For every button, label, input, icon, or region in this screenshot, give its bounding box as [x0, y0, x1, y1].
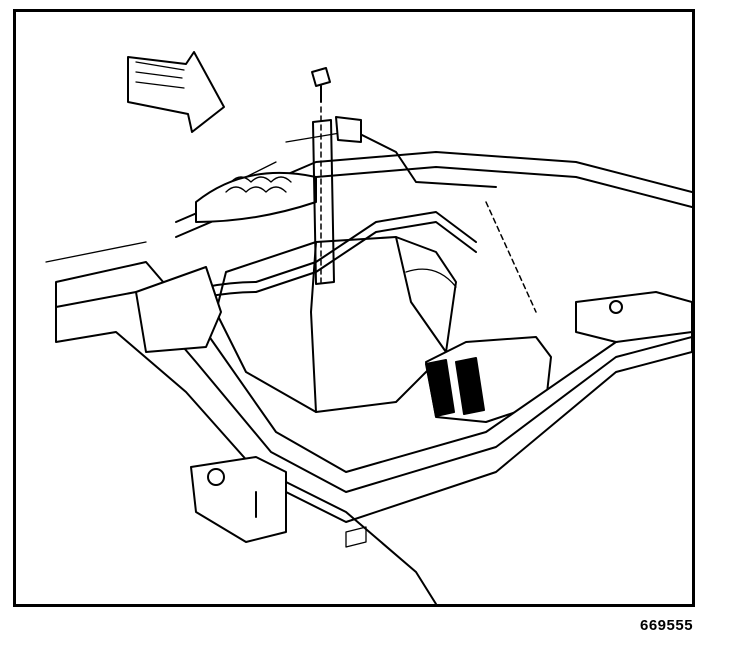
crossmember — [575, 291, 692, 343]
mounting-bolt — [311, 67, 537, 313]
figure-number: 669555 — [640, 617, 694, 634]
spare-tire-area — [195, 171, 317, 223]
lower-panel — [285, 481, 437, 604]
diagram-frame — [13, 9, 695, 607]
fuel-tank — [215, 236, 457, 413]
front-bracket — [135, 266, 287, 543]
evap-canister — [425, 336, 552, 423]
vehicle-frame-illustration — [45, 51, 692, 604]
direction-arrow-icon — [127, 51, 225, 133]
